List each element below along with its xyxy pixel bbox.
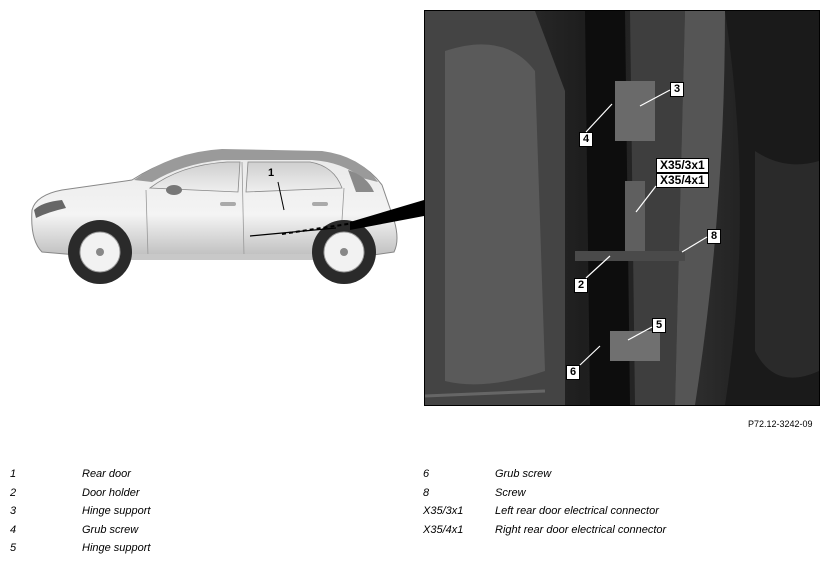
callout-4: 4 xyxy=(579,132,594,147)
callout-6: 6 xyxy=(566,365,581,380)
legend-desc: Hinge support xyxy=(82,542,151,555)
legend-num: 4 xyxy=(10,523,17,536)
legend-num: 3 xyxy=(10,505,17,518)
legend-num: X35/4x1 xyxy=(423,523,464,536)
photo-leader-lines xyxy=(579,89,708,366)
pointer-line xyxy=(249,181,424,237)
legend-row: 6 Grub screw xyxy=(423,468,666,487)
callout-x35-3x1: X35/3x1 xyxy=(656,158,709,173)
legend-desc: Screw xyxy=(495,486,526,499)
legend-row: 4 Grub screw xyxy=(10,524,151,543)
legend-num: 8 xyxy=(423,486,430,499)
legend-num: 1 xyxy=(10,468,17,480)
legend-desc: Grub screw xyxy=(495,468,552,480)
callout-1: 1 xyxy=(268,167,275,179)
callout-2: 2 xyxy=(574,278,589,293)
legend-desc: Grub screw xyxy=(82,523,139,536)
callout-5: 5 xyxy=(652,318,667,333)
callout-3: 3 xyxy=(670,82,685,97)
callout-8: 8 xyxy=(707,229,722,244)
legend-row: 3 Hinge support xyxy=(10,505,151,524)
legend-desc: Hinge support xyxy=(82,505,151,518)
legend-desc: Right rear door electrical connector xyxy=(495,523,667,536)
legend-row: 5 Hinge support xyxy=(10,542,151,561)
detail-photo-image xyxy=(425,11,819,405)
legend-row: X35/4x1 Right rear door electrical connec… xyxy=(423,524,666,543)
legend-num: 2 xyxy=(10,486,17,499)
legend-desc: Door holder xyxy=(82,486,140,499)
figure-reference: P72.12-3242-09 xyxy=(748,419,813,429)
legend-row: 8 Screw xyxy=(423,487,666,506)
detail-photo xyxy=(424,10,820,406)
legend-row: X35/3x1 Left rear door electrical connect… xyxy=(423,505,666,524)
legend-row: 1 Rear door xyxy=(10,468,151,487)
legend-desc: Left rear door electrical connector xyxy=(495,505,659,518)
legend-desc: Rear door xyxy=(82,468,131,480)
legend-right: 6 Grub screw 8 Screw X35/3x1 Left rear door… xyxy=(423,468,666,542)
legend-num: 5 xyxy=(10,542,17,555)
legend-num: 6 xyxy=(423,468,430,480)
legend-num: X35/3x1 xyxy=(423,505,464,518)
callout-x35-4x1: X35/4x1 xyxy=(656,173,709,188)
legend-row: 2 Door holder xyxy=(10,487,151,506)
diagram-figure: 1 xyxy=(31,10,820,429)
